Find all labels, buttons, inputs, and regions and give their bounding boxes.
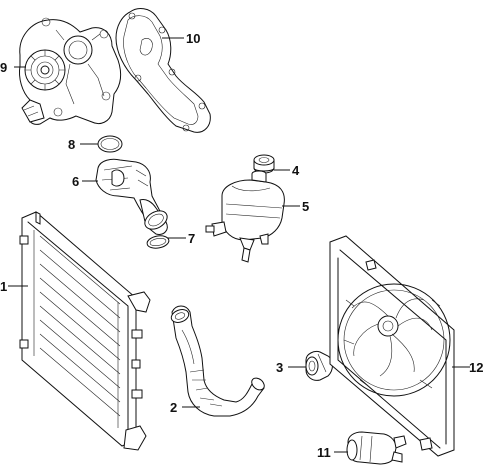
- callout-7: 7: [188, 231, 195, 246]
- auxiliary-pump: [346, 431, 407, 465]
- fan-shroud: [329, 235, 455, 457]
- callout-3: 3: [276, 360, 283, 375]
- callout-2: 2: [170, 400, 177, 415]
- callout-9: 9: [0, 60, 7, 75]
- callout-6: 6: [72, 174, 79, 189]
- callout-1: 1: [0, 279, 7, 294]
- callout-4: 4: [292, 163, 300, 178]
- reservoir-cap: [253, 154, 275, 174]
- fitting-3: [305, 351, 333, 381]
- callout-5: 5: [302, 199, 309, 214]
- radiator-hose: [170, 305, 265, 417]
- timing-cover: [115, 8, 211, 133]
- coolant-reservoir: [205, 170, 285, 263]
- callout-10: 10: [186, 31, 200, 46]
- callout-8: 8: [68, 137, 75, 152]
- callout-11: 11: [317, 445, 331, 460]
- callout-12: 12: [469, 360, 483, 375]
- o-ring-8: [97, 135, 123, 153]
- radiator: [19, 211, 151, 451]
- o-ring-7: [146, 235, 170, 249]
- water-pump: [19, 17, 122, 125]
- thermostat-housing: [95, 158, 168, 235]
